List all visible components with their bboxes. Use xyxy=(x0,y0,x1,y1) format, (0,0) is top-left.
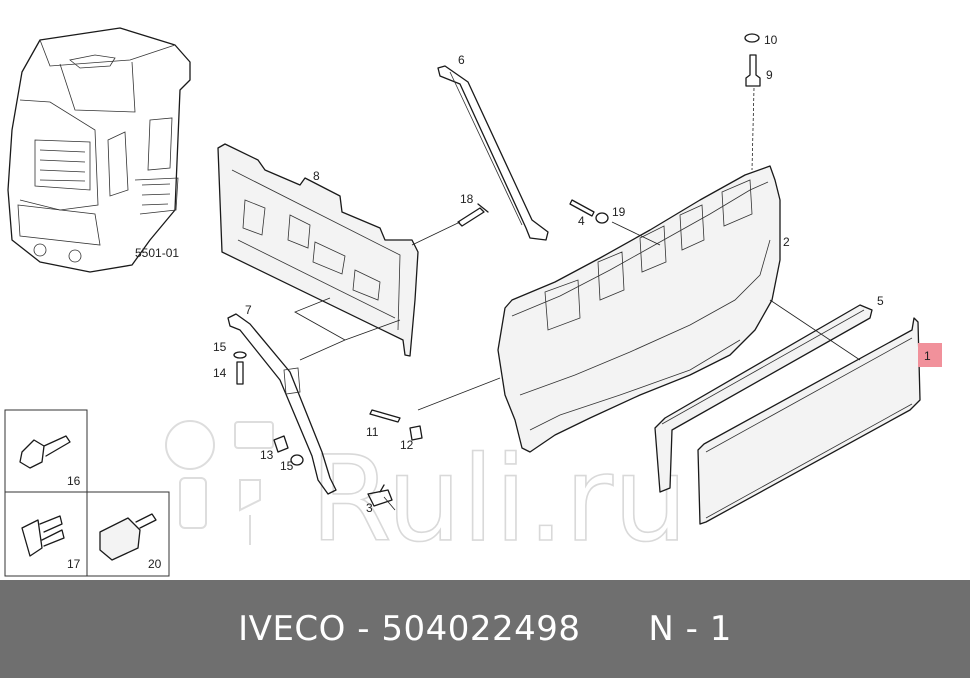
cab-reference-label: 5501-01 xyxy=(135,246,179,260)
part-6-support-strut xyxy=(437,65,549,241)
hardware-items xyxy=(233,33,761,507)
callout-12[interactable]: 12 xyxy=(400,438,414,452)
washer-icon xyxy=(290,454,304,466)
bolt-icon xyxy=(745,54,761,87)
callout-labels: 1 2 3 4 5 6 7 8 9 10 11 12 13 14 15 15 1… xyxy=(213,33,942,515)
callout-15a[interactable]: 15 xyxy=(213,340,227,354)
callout-11[interactable]: 11 xyxy=(366,425,379,439)
callout-7[interactable]: 7 xyxy=(245,303,252,317)
inset-panel: 16 17 20 xyxy=(4,409,170,577)
part-5-trim-strip xyxy=(654,304,873,493)
callout-20[interactable]: 20 xyxy=(148,557,162,571)
leader-lines xyxy=(294,87,861,511)
washer-icon xyxy=(744,33,760,43)
callout-10[interactable]: 10 xyxy=(764,33,778,47)
footer-caption: IVECO - 504022498 N - 1 xyxy=(0,580,970,678)
nut-icon xyxy=(273,435,289,453)
nut-icon xyxy=(409,425,423,441)
part-8-bracket-plate xyxy=(217,143,419,357)
washer-icon xyxy=(595,212,609,224)
brand-name: IVECO xyxy=(238,609,346,649)
watermark-text: Ruli.ru xyxy=(310,430,688,568)
rivet-icon xyxy=(19,435,71,469)
callout-14[interactable]: 14 xyxy=(213,366,227,380)
position-code: N - 1 xyxy=(648,609,732,649)
callout-8[interactable]: 8 xyxy=(313,169,320,183)
part-1-highlight xyxy=(918,343,942,367)
clip-icon xyxy=(367,484,393,507)
inset-17-box xyxy=(4,491,88,577)
bolt-icon xyxy=(236,361,244,385)
callout-9[interactable]: 9 xyxy=(766,68,773,82)
bushing-icon xyxy=(99,517,141,561)
separator: - xyxy=(345,609,382,649)
clip-icon xyxy=(21,515,65,557)
callout-1[interactable]: 1 xyxy=(924,349,931,363)
callout-5[interactable]: 5 xyxy=(877,294,884,308)
callout-4[interactable]: 4 xyxy=(578,214,585,228)
spacer xyxy=(581,609,649,649)
callout-3[interactable]: 3 xyxy=(366,501,373,515)
washer-icon xyxy=(233,351,247,359)
watermark-icons xyxy=(165,420,274,545)
screw-icon xyxy=(369,409,401,423)
callout-15b[interactable]: 15 xyxy=(280,459,294,473)
footer-bar: IVECO - 504022498 N - 1 xyxy=(0,580,970,678)
callout-17[interactable]: 17 xyxy=(67,557,81,571)
parts-diagram: Ruli.ru 5501-01 xyxy=(4,27,942,577)
callout-19[interactable]: 19 xyxy=(612,205,626,219)
callout-18[interactable]: 18 xyxy=(460,192,474,206)
callout-13[interactable]: 13 xyxy=(260,448,274,462)
truck-cab-illustration: 5501-01 xyxy=(7,27,191,273)
part-7-support-strut xyxy=(227,313,337,495)
callout-16[interactable]: 16 xyxy=(67,474,81,488)
callout-6[interactable]: 6 xyxy=(458,53,465,67)
screw-icon xyxy=(569,199,595,217)
part-2-fairing-housing xyxy=(497,165,781,453)
bolt-icon xyxy=(457,203,489,227)
watermark: Ruli.ru xyxy=(165,420,689,569)
callout-2[interactable]: 2 xyxy=(783,235,790,249)
part-number: 504022498 xyxy=(381,609,581,649)
